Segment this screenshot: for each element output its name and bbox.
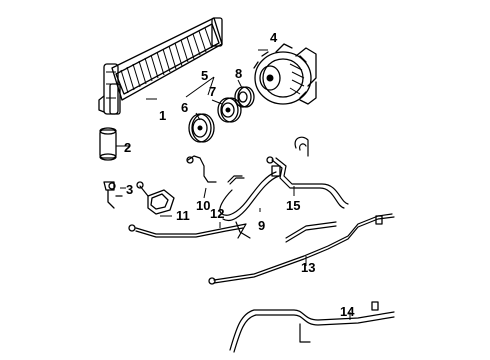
pulley-part: [188, 113, 215, 143]
clutch-hub-part: [217, 97, 242, 123]
callout-4: 4: [270, 30, 278, 45]
callout-10: 10: [196, 198, 210, 213]
hose-15-part: [266, 136, 349, 209]
expansion-valve-part: [136, 181, 175, 215]
callout-12: 12: [210, 206, 224, 221]
accumulator-part: [99, 127, 124, 161]
callout-13: 13: [301, 260, 315, 275]
callout-14: 14: [340, 304, 355, 319]
pressure-switch-part: [103, 181, 123, 209]
callout-3: 3: [126, 182, 133, 197]
callout-9: 9: [258, 218, 265, 233]
callout-7: 7: [209, 84, 216, 99]
discharge-hose-part: [219, 165, 281, 222]
callout-5: 5: [201, 68, 208, 83]
condenser-part: [98, 17, 223, 115]
long-line-part: [208, 213, 395, 285]
callout-11: 11: [176, 208, 190, 223]
callout-8: 8: [235, 66, 242, 81]
rear-line-part: [229, 301, 395, 353]
leader-lines: [120, 49, 351, 320]
callout-1: 1: [159, 108, 166, 123]
field-coil-part: [234, 86, 255, 108]
liquid-line-part: [128, 221, 251, 239]
compressor-part: [253, 43, 317, 105]
callout-2: 2: [124, 140, 131, 155]
callout-6: 6: [181, 100, 188, 115]
suction-hose-part: [186, 155, 245, 185]
callout-15: 15: [286, 198, 300, 213]
callouts: 1 2 3 4 5 6 7 8 9 10 11 12 13 14 15: [124, 30, 355, 319]
